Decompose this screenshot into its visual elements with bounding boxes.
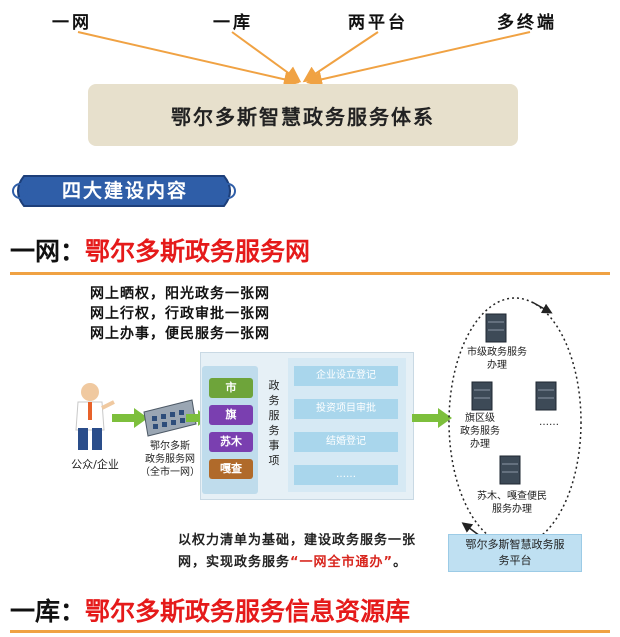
sumu-label-line: 苏木、嘎查便民 <box>477 491 547 502</box>
banner-level-line: 办理 <box>470 439 490 450</box>
affairs-label: 政务服务事项 <box>268 379 280 467</box>
section-banner <box>12 175 236 207</box>
sumu-label: 苏木、嘎查便民 服务办理 <box>470 490 554 516</box>
note-line-2: 网，实现政务服务“一网全市通办”。 <box>178 552 458 574</box>
banner-level-line: 旗区级 <box>465 413 495 424</box>
arrow-right-icon <box>112 408 148 428</box>
section2-title: 鄂尔多斯政务服务信息资源库 <box>85 597 411 626</box>
slogan-3: 网上办事，便民服务一张网 <box>90 326 270 342</box>
network-label-line: 鄂尔多斯 <box>150 441 190 452</box>
section1-heading: 一网：鄂尔多斯政务服务网 <box>10 232 310 268</box>
banner-title: 四大建设内容 <box>61 180 188 202</box>
affair-item: 结婚登记 <box>294 432 398 452</box>
slogan-1: 网上晒权，阳光政务一张网 <box>90 286 270 302</box>
section1-prefix: 一网： <box>10 237 86 266</box>
note-line-2-pre: 网，实现政务服务 <box>178 555 291 570</box>
network-label: 鄂尔多斯 政务服务网 （全市一网） <box>130 440 210 479</box>
level-gacha: 嘎查 <box>209 459 253 479</box>
sumu-label-line: 服务办理 <box>492 504 532 515</box>
note-line-1: 以权力清单为基础，建设政务服务一张 <box>178 533 417 548</box>
section2-prefix: 一库： <box>10 597 86 626</box>
top-item-terminals: 多终端 <box>497 13 557 33</box>
city-label-line: 办理 <box>487 360 507 371</box>
converging-arrows <box>77 31 531 88</box>
public-label: 公众/企业 <box>71 458 119 471</box>
note-line-2-post: 。 <box>393 555 408 570</box>
network-label-line: （全市一网） <box>140 467 200 478</box>
banner-level-label: 旗区级 政务服务 办理 <box>452 412 508 451</box>
slogan-2: 网上行权，行政审批一张网 <box>90 306 270 322</box>
top-item-net: 一网 <box>52 13 92 33</box>
top-item-platforms: 两平台 <box>348 13 408 33</box>
network-label-line: 政务服务网 <box>145 454 195 465</box>
note-highlight: “一网全市通办” <box>290 555 394 570</box>
summary-note: 以权力清单为基础，建设政务服务一张 网，实现政务服务“一网全市通办”。 <box>178 530 458 574</box>
level-sumu: 苏木 <box>209 432 253 452</box>
affair-item: 企业设立登记 <box>294 366 398 386</box>
city-label-line: 市级政务服务 <box>467 347 527 358</box>
server-icon <box>471 381 493 411</box>
server-icon <box>485 313 507 343</box>
section2-heading: 一库：鄂尔多斯政务服务信息资源库 <box>10 592 410 628</box>
server-icon <box>499 455 521 485</box>
platform-label-line: 务平台 <box>498 554 532 567</box>
affair-item: 投资项目审批 <box>294 399 398 419</box>
arrow-right-icon <box>412 408 452 428</box>
system-title-box: 鄂尔多斯智慧政务服务体系 <box>88 84 518 146</box>
dots-label: …… <box>539 417 559 428</box>
section1-title: 鄂尔多斯政务服务网 <box>85 237 311 266</box>
section1-rule <box>10 272 610 275</box>
banner-level-line: 政务服务 <box>460 426 500 437</box>
level-city: 市 <box>209 378 253 398</box>
level-banner: 旗 <box>209 405 253 425</box>
platform-label-line: 鄂尔多斯智慧政务服 <box>465 538 565 551</box>
city-label: 市级政务服务 办理 <box>458 346 536 372</box>
platform-box: 鄂尔多斯智慧政务服 务平台 <box>448 534 582 572</box>
person-icon <box>75 383 115 450</box>
building-icon <box>143 399 197 437</box>
server-icon <box>535 381 557 411</box>
top-item-library: 一库 <box>213 13 253 33</box>
affair-item: …… <box>294 465 398 485</box>
section2-rule <box>10 630 610 633</box>
